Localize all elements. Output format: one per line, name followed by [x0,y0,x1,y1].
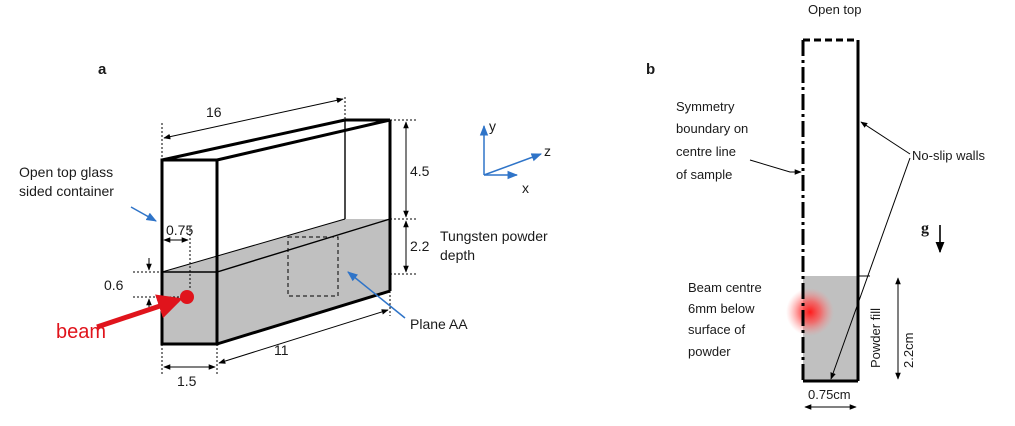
plane-aa [287,236,339,297]
symmetry-label-2: boundary on [676,121,748,136]
container-pointer [130,206,157,222]
dim-4-5-label: 4.5 [410,163,430,179]
dim-0-75-label: 0.75 [166,222,193,238]
dim-11-label: 11 [274,342,289,358]
powder-top-face [162,219,390,272]
panel-a: a 16 4.5 2.2 Tungsten [19,61,551,389]
gravity-label: g [921,220,929,237]
axis-z-arrow [483,153,542,176]
plane-aa-pointer [347,271,406,319]
axis-y-label: y [489,118,496,134]
axis-z-label: z [544,143,551,159]
dim-0-6-label: 0.6 [104,277,124,293]
open-top-label: Open top [808,2,862,17]
powder-depth-label-2: depth [440,247,475,263]
symmetry-label-4: of sample [676,167,732,182]
beam-centre-label-3: surface of [688,322,745,337]
beam-centre-label-1: Beam centre [688,280,762,295]
dim-16-label: 16 [206,104,222,120]
dim-1-5-label: 1.5 [177,373,197,389]
beam-centre-label-2: 6mm below [688,301,755,316]
width-label: 0.75cm [808,387,851,402]
noslip-pointer-bottom [830,157,911,380]
container-label-1: Open top glass [19,164,113,180]
symmetry-label-1: Symmetry [676,99,735,114]
powder-fill-label: Powder fill [868,308,883,368]
beam-centre-label-4: powder [688,344,731,359]
symmetry-label-3: centre line [676,144,736,159]
beam-label: beam [56,321,106,343]
powder-back-edge [161,218,346,273]
noslip-label: No-slip walls [912,148,985,163]
powder-front-face [162,272,217,344]
symmetry-pointer [749,159,802,175]
plane-aa-label: Plane AA [410,316,468,332]
dim-11-arrow [218,309,389,364]
panel-b-letter: b [646,61,655,78]
dim-16-arrow [163,97,344,140]
dim-2-2-label: 2.2 [410,238,430,254]
fill-height-label: 2.2cm [901,333,916,368]
beam-glow [786,288,834,336]
axis-x-label: x [522,180,529,196]
powder-depth-label-1: Tungsten powder [440,228,548,244]
beam-arrow [96,294,183,330]
panel-b: b Open top Symmetry boundary on centre l… [646,2,985,410]
container-label-2: sided container [19,183,114,199]
panel-a-letter: a [98,61,107,78]
noslip-pointer-right [860,121,911,155]
beam-spot [180,290,194,304]
